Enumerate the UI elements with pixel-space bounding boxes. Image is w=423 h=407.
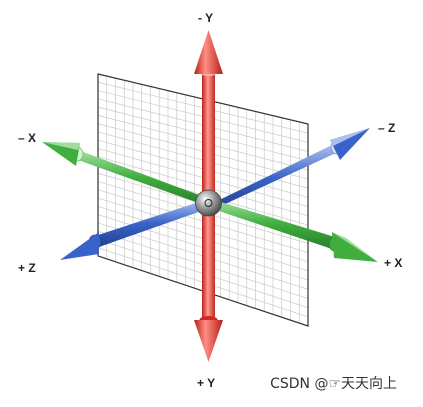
neg-y-label: - Y (198, 11, 213, 25)
grid-plane-border (97, 73, 309, 327)
x-axis-negative (42, 142, 207, 206)
z-axis-positive (60, 200, 210, 260)
z-axis-negative (207, 128, 370, 211)
y-axis-negative (194, 30, 223, 200)
x-axis-positive (208, 198, 378, 262)
origin-sphere-icon (195, 189, 222, 217)
pos-z-label: + Z (18, 261, 36, 275)
neg-z-label: – Z (378, 121, 395, 135)
arrow-head-icon (330, 128, 370, 160)
arrow-head-icon (194, 30, 223, 74)
pos-x-label: + X (384, 256, 402, 270)
y-axis-positive (194, 210, 223, 362)
neg-x-label: – X (18, 131, 36, 145)
arrow-head-icon (194, 320, 223, 362)
pos-y-label: + Y (197, 376, 215, 390)
watermark: CSDN @☞天天向上 (270, 376, 397, 392)
